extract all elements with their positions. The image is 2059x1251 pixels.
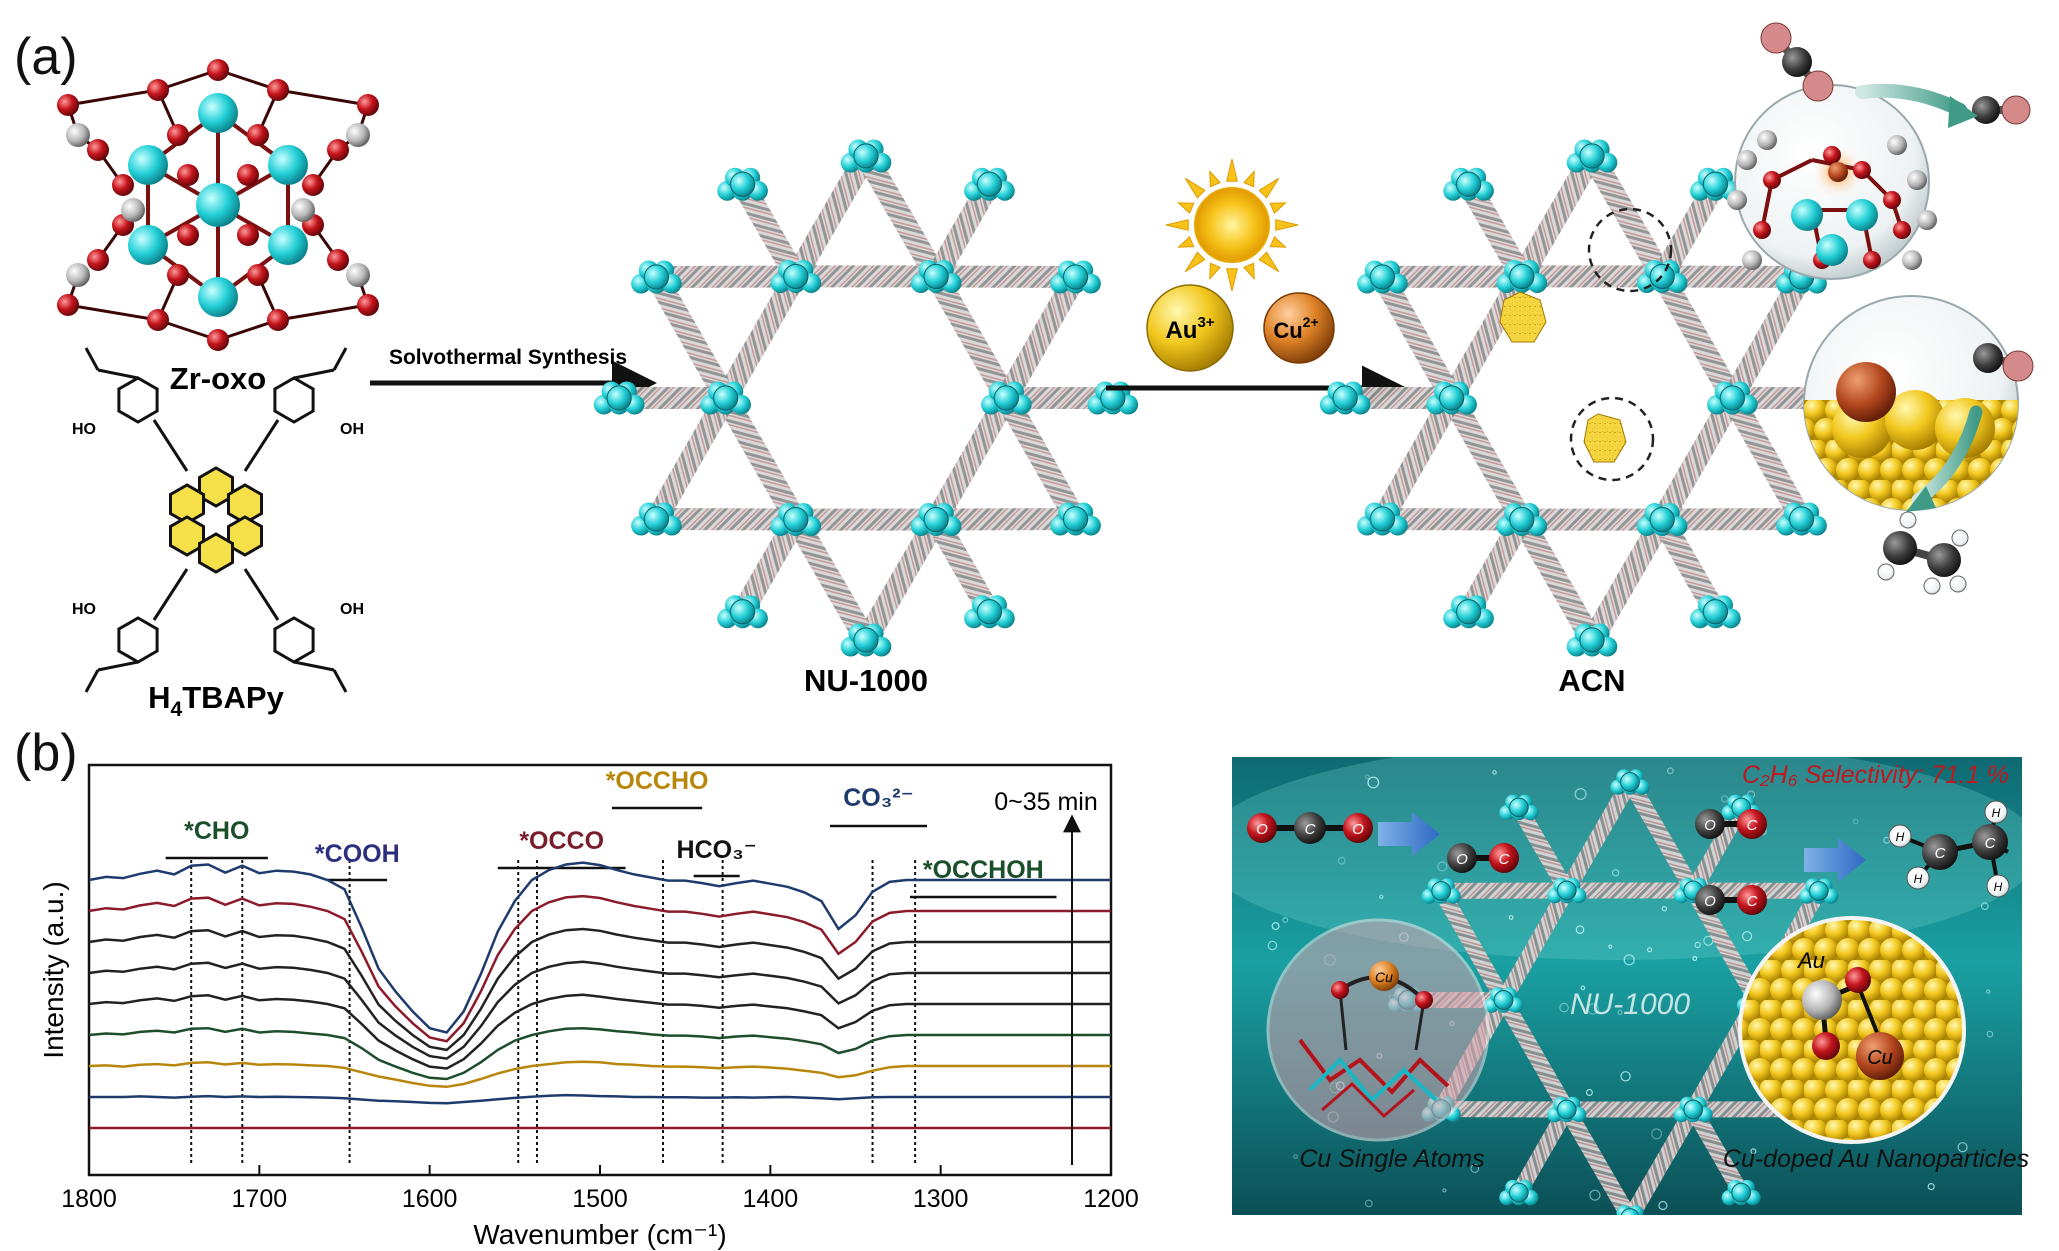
nanoparticle-highlight xyxy=(1569,396,1655,482)
mechanism-illustration: C₂H₆ Selectivity: 71.1 % O C O O C O C O… xyxy=(1232,757,2029,1215)
svg-text:H: H xyxy=(1896,830,1905,844)
co-molecule-icon: O C xyxy=(1695,885,1767,915)
spectrum-line xyxy=(89,1093,1111,1105)
x-tick-label: 1800 xyxy=(61,1185,117,1213)
acn-label: ACN xyxy=(1558,663,1625,698)
x-tick-label: 1600 xyxy=(402,1185,458,1213)
linker-cooh-label: HO xyxy=(72,601,96,618)
co-molecule-icon: O C xyxy=(1695,809,1767,839)
x-tick-label: 1200 xyxy=(1083,1185,1139,1213)
svg-text:Cu: Cu xyxy=(1375,969,1393,985)
nu-1000-framework-icon xyxy=(593,139,1139,657)
cu-single-atoms-label: Cu Single Atoms xyxy=(1299,1145,1484,1173)
single-atom-highlight xyxy=(1587,207,1673,293)
spectrum-line xyxy=(88,927,1111,1052)
svg-text:Au: Au xyxy=(1796,948,1825,973)
cu-single-atom-bubble: Cu xyxy=(1266,918,1490,1142)
reaction-arrow xyxy=(1804,838,1866,882)
reaction-arrow xyxy=(1378,812,1440,856)
svg-text:Au3+: Au3+ xyxy=(1165,314,1214,344)
svg-text:H: H xyxy=(1994,880,2003,894)
x-axis-label: Wavenumber (cm⁻¹) xyxy=(473,1219,726,1250)
panel-b-label: (b) xyxy=(14,724,78,782)
x-tick-label: 1500 xyxy=(572,1185,628,1213)
linker-cooh-label: OH xyxy=(340,601,364,618)
svg-text:O: O xyxy=(1256,821,1268,838)
svg-text:O: O xyxy=(1704,817,1716,834)
co-molecule-icon: O C xyxy=(1447,843,1519,873)
copper-ion-icon: Cu2+ xyxy=(1263,292,1335,364)
svg-text:O: O xyxy=(1704,893,1716,910)
y-axis-label: Intensity (a.u.) xyxy=(38,881,69,1058)
zr-oxo-cluster-icon xyxy=(57,59,379,351)
spectrum-line xyxy=(88,894,1111,1043)
annotation-label: CO₃²⁻ xyxy=(843,784,914,812)
zr-oxo-label: Zr-oxo xyxy=(170,361,266,396)
annotation-label: HCO₃⁻ xyxy=(677,836,757,864)
gold-nanoparticle-icon xyxy=(1499,291,1627,463)
nu-1000-watermark: NU-1000 xyxy=(1570,988,1690,1021)
spectrum-line xyxy=(88,960,1111,1060)
cu-doped-au-bubble: Au Cu xyxy=(1738,916,1966,1144)
annotation-label: *OCCHO xyxy=(606,767,709,795)
single-atom-zoom-icon xyxy=(1727,22,2031,280)
linker-label: H4TBAPy xyxy=(148,680,284,721)
svg-text:H: H xyxy=(1914,872,1923,886)
nu-1000-label: NU-1000 xyxy=(804,663,928,698)
linker-cooh-label: OH xyxy=(340,421,364,438)
x-tick-label: 1700 xyxy=(232,1185,288,1213)
selectivity-label: C₂H₆ Selectivity: 71.1 % xyxy=(1742,761,2009,789)
nanoparticle-zoom-icon xyxy=(1803,295,2019,511)
linker-cooh-label: HO xyxy=(72,421,96,438)
tbapy-linker-structure-icon xyxy=(84,347,348,693)
spectrum-line xyxy=(88,1060,1111,1089)
svg-text:Cu: Cu xyxy=(1867,1047,1893,1069)
svg-text:Cu2+: Cu2+ xyxy=(1273,314,1318,343)
x-tick-label: 1300 xyxy=(913,1185,969,1213)
x-tick-label: 1400 xyxy=(743,1185,799,1213)
svg-text:C: C xyxy=(1985,835,1996,852)
svg-text:C: C xyxy=(1935,845,1946,862)
sun-icon xyxy=(1165,158,1299,292)
panel-a-label: (a) xyxy=(14,28,78,86)
svg-text:H: H xyxy=(1992,806,2001,820)
annotation-label: *CHO xyxy=(184,817,249,845)
nanoparticle-zoom-details xyxy=(1836,343,2034,595)
cu-doped-au-label: Cu-doped Au Nanoparticles xyxy=(1723,1145,2029,1173)
svg-text:C: C xyxy=(1499,851,1510,868)
svg-text:O: O xyxy=(1456,851,1468,868)
synthesis-label: Solvothermal Synthesis xyxy=(389,346,627,369)
annotation-label: *COOH xyxy=(315,840,400,868)
annotation-label: *OCCO xyxy=(519,827,604,855)
gold-ion-icon: Au3+ xyxy=(1146,284,1234,372)
svg-text:C: C xyxy=(1747,893,1758,910)
svg-text:O: O xyxy=(1352,821,1364,838)
time-label: 0~35 min xyxy=(994,788,1098,816)
svg-text:C: C xyxy=(1305,821,1316,838)
spectrum-line xyxy=(88,993,1111,1070)
spectrum-line xyxy=(88,1026,1111,1081)
svg-text:C: C xyxy=(1747,817,1758,834)
spectrum-line xyxy=(88,861,1111,1034)
co2-molecule-icon: O C O xyxy=(1247,812,1373,844)
ethane-molecule-icon: C C H H H H xyxy=(1888,800,2010,898)
